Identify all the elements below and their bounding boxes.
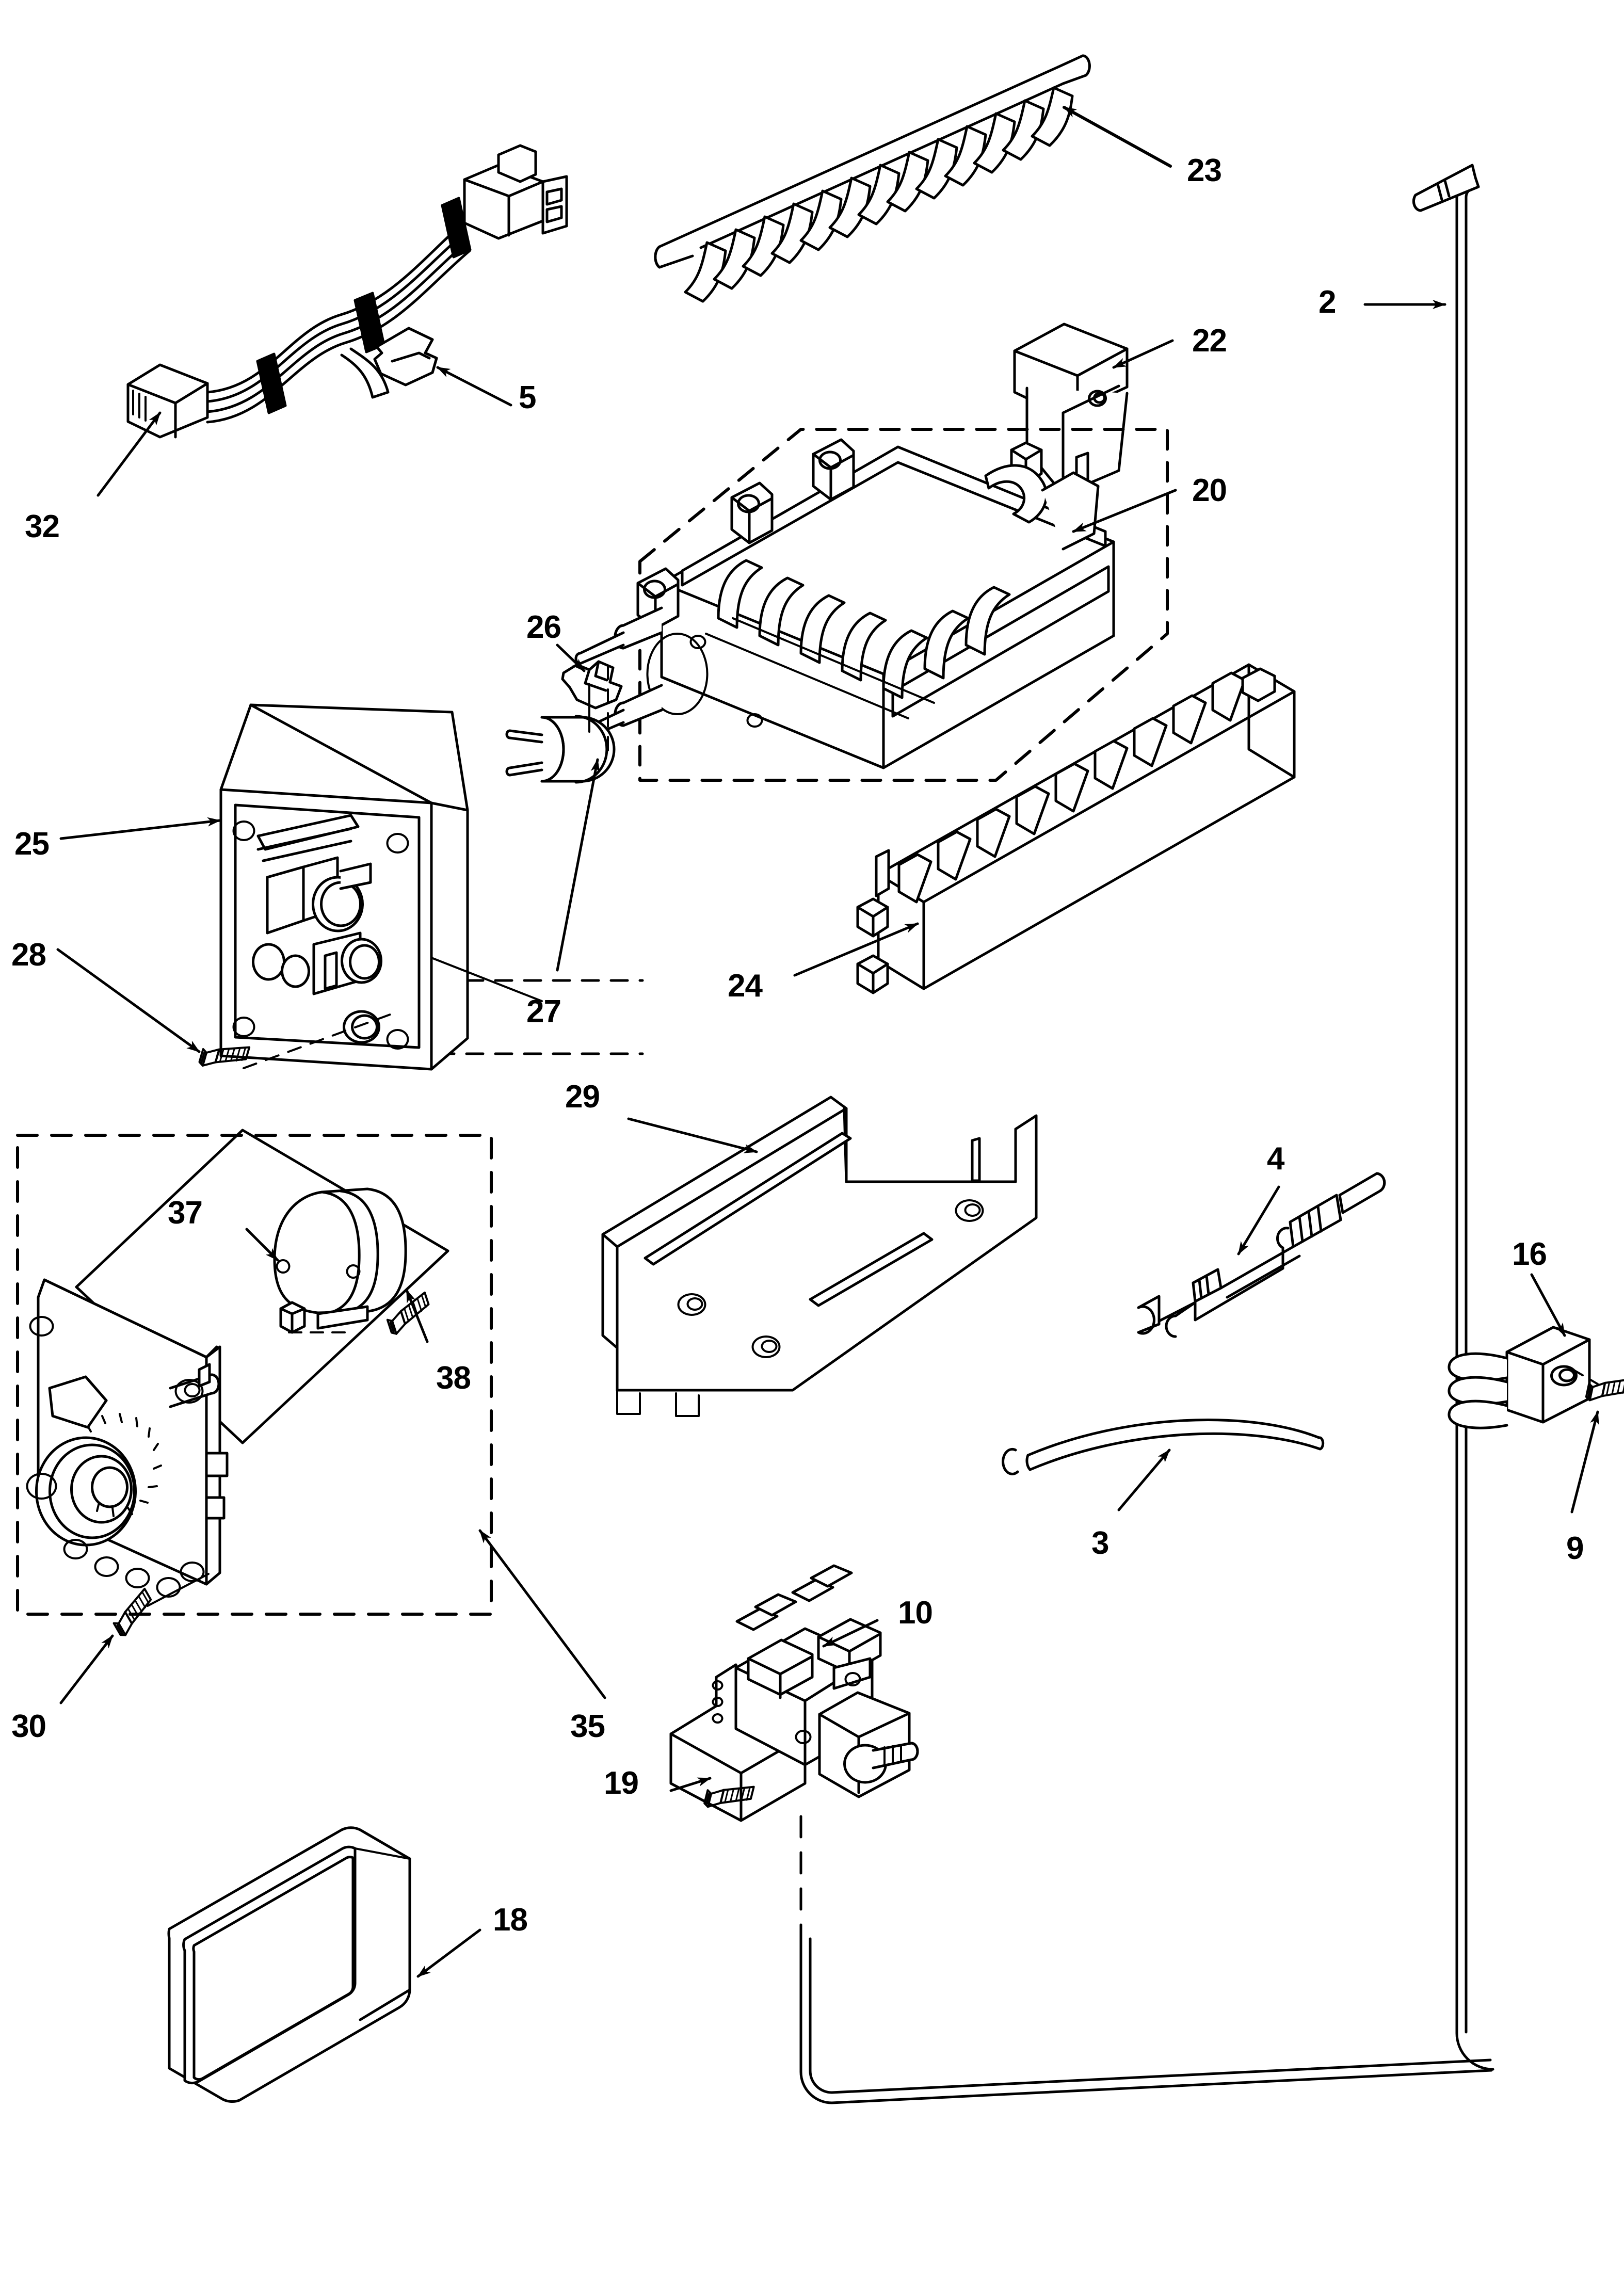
callout-16: 16 xyxy=(1512,1236,1547,1272)
assembly-axis-25-28 xyxy=(243,1013,391,1069)
part-3-flexible-water-hose xyxy=(1002,1419,1325,1475)
callout-3: 3 xyxy=(1091,1525,1109,1561)
leader-26 xyxy=(556,643,586,672)
callout-25: 25 xyxy=(14,826,50,862)
leader-30 xyxy=(59,1634,114,1704)
leader-3 xyxy=(1117,1449,1171,1511)
part-4-tube-nozzle-fitting xyxy=(1137,1172,1386,1338)
part-20-ice-mold-tray xyxy=(574,438,1115,769)
callout-2: 2 xyxy=(1319,284,1336,320)
part-2-water-supply-tube xyxy=(799,164,1494,2104)
leader-22 xyxy=(1112,339,1174,369)
part-27-icemaker-motor xyxy=(505,715,616,784)
part-37-gear-motor xyxy=(273,1187,407,1334)
callout-19: 19 xyxy=(604,1765,639,1801)
assembly-boundary-ice-mold xyxy=(638,428,1169,782)
callout-30: 30 xyxy=(11,1709,46,1744)
callout-18: 18 xyxy=(493,1902,528,1938)
callout-9: 9 xyxy=(1566,1531,1584,1566)
leader-35 xyxy=(478,1529,606,1699)
callout-37: 37 xyxy=(168,1195,203,1231)
leader-29 xyxy=(627,1117,758,1153)
callout-10: 10 xyxy=(898,1595,933,1631)
callout-29: 29 xyxy=(565,1079,600,1115)
leader-10 xyxy=(822,1619,879,1648)
leader-25 xyxy=(59,817,221,840)
callout-27: 27 xyxy=(526,994,561,1029)
part-16-tube-clamp-bracket xyxy=(1448,1326,1591,1429)
assembly-boundary-gear-module-35 xyxy=(16,1134,493,1616)
leader-24 xyxy=(793,922,919,977)
callout-35: 35 xyxy=(570,1709,605,1744)
callout-32: 32 xyxy=(25,509,60,544)
callout-5: 5 xyxy=(519,380,536,415)
part-29-mounting-shield xyxy=(601,1096,1038,1417)
assembly-axis-35-30 xyxy=(147,1573,210,1607)
part-24-ice-stripper xyxy=(856,663,1296,994)
leader-20 xyxy=(1072,489,1177,533)
leader-9 xyxy=(1570,1410,1599,1514)
leader-27 xyxy=(556,758,600,972)
part-26-shaft-bushing-clip xyxy=(561,660,623,710)
part-18-insulation-cover-panel xyxy=(167,1826,411,2103)
leader-23 xyxy=(1063,106,1172,168)
callout-20: 20 xyxy=(1192,473,1227,508)
part-9-clamp-screw xyxy=(1586,1370,1624,1408)
leader-38 xyxy=(405,1289,429,1343)
leader-19 xyxy=(669,1777,712,1792)
leader-4 xyxy=(1237,1185,1280,1256)
leader-18 xyxy=(416,1928,481,1978)
part-35-gear-module-assembly xyxy=(26,1278,229,1598)
part-23-ejector-blade xyxy=(654,54,1091,303)
callout-38: 38 xyxy=(436,1360,471,1396)
leader-37 xyxy=(245,1228,279,1262)
leader-28 xyxy=(56,948,201,1053)
part-10-water-inlet-valve xyxy=(669,1564,919,1822)
callout-23: 23 xyxy=(1187,153,1222,188)
callout-26: 26 xyxy=(526,609,561,645)
part-25-module-housing xyxy=(219,703,543,1071)
part-32-wiring-harness xyxy=(126,144,568,439)
callout-24: 24 xyxy=(728,968,763,1004)
leader-32 xyxy=(97,411,162,497)
callout-4: 4 xyxy=(1267,1141,1284,1177)
leader-5 xyxy=(436,366,512,407)
callout-28: 28 xyxy=(11,937,46,973)
callout-22: 22 xyxy=(1192,323,1227,359)
assembly-axis-16-9 xyxy=(1572,1369,1599,1385)
leader-16 xyxy=(1530,1273,1566,1337)
